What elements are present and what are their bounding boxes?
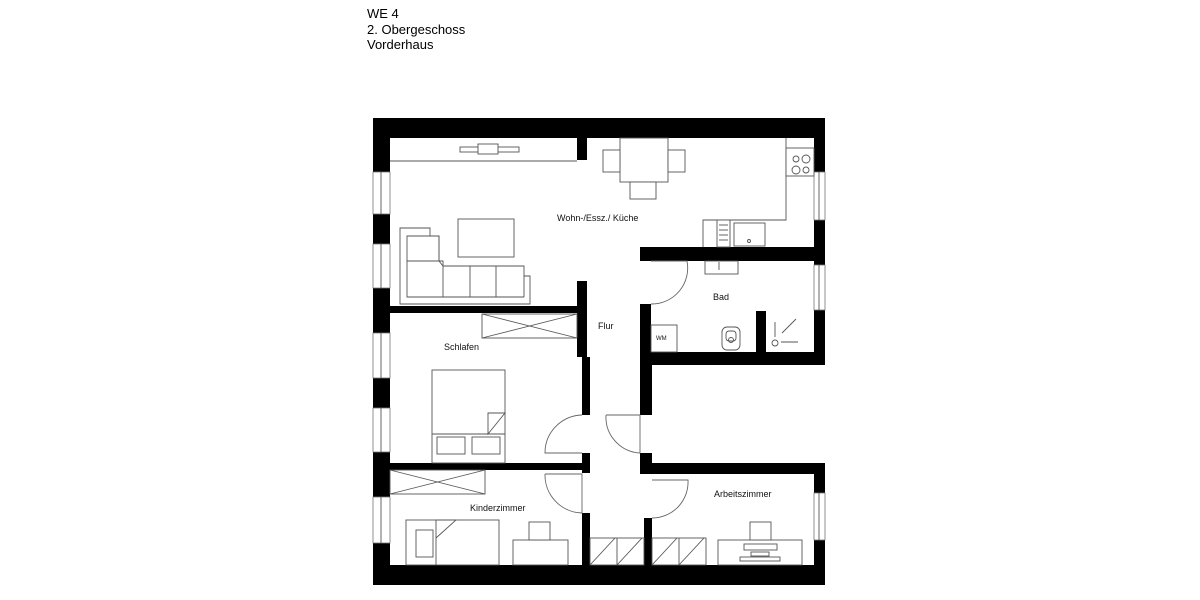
right-windows bbox=[813, 171, 826, 541]
left-windows bbox=[372, 171, 391, 544]
room-label-kids: Kinderzimmer bbox=[470, 503, 526, 513]
doors bbox=[544, 260, 689, 519]
building-part: Vorderhaus bbox=[367, 37, 434, 52]
unit-info: WE 4 2. Obergeschoss Vorderhaus bbox=[367, 6, 465, 53]
room-label-office: Arbeitszimmer bbox=[714, 489, 772, 499]
kids-furniture bbox=[389, 469, 569, 566]
room-label-living: Wohn-/Essz./ Küche bbox=[557, 213, 639, 223]
room-label-hall: Flur bbox=[598, 321, 614, 331]
hall-closets bbox=[589, 537, 707, 566]
room-label-bedroom: Schlafen bbox=[444, 342, 480, 352]
office-furniture bbox=[717, 521, 803, 566]
bedroom-furniture bbox=[431, 313, 578, 464]
unit-number: WE 4 bbox=[367, 6, 399, 21]
floor-level: 2. Obergeschoss bbox=[367, 21, 466, 37]
room-label-bath: Bad bbox=[713, 292, 730, 302]
bath-fixtures bbox=[650, 260, 798, 353]
living-furniture bbox=[390, 137, 815, 305]
interior-walls bbox=[390, 138, 825, 565]
label-washing-machine: WM bbox=[656, 336, 667, 342]
